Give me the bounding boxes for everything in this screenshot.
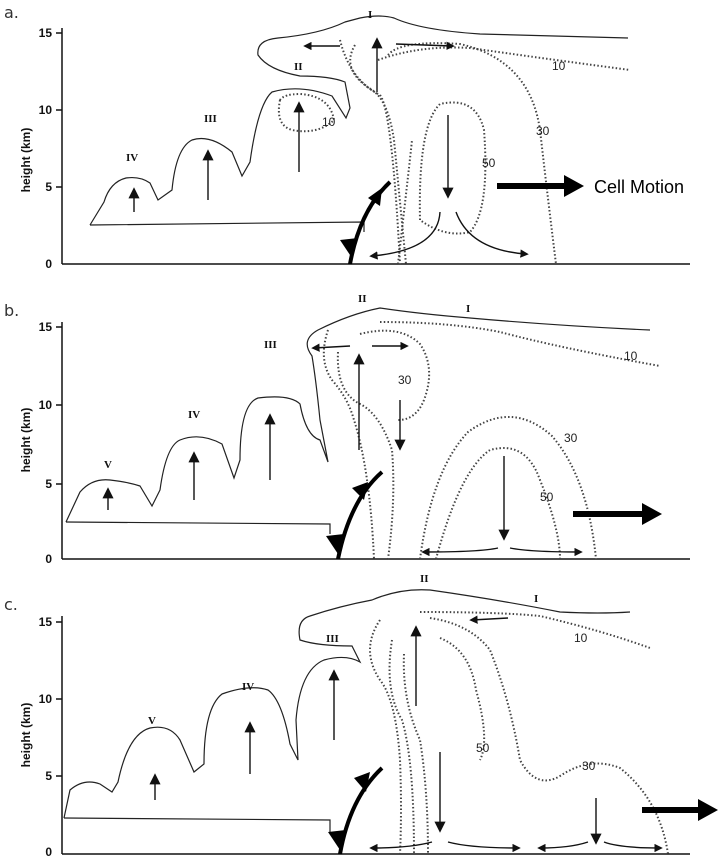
tick-label: 10: [39, 103, 53, 117]
contour-label: 10: [322, 115, 336, 129]
cell-label: II: [294, 61, 303, 73]
tick-label: 10: [39, 692, 53, 706]
contour-label: 50: [476, 741, 490, 755]
contour-label: 30: [398, 373, 412, 387]
tick-label: 5: [45, 180, 52, 194]
cell-label: I: [368, 9, 372, 21]
cell-motion-arrowhead: [642, 503, 662, 525]
y-axis-label: height (km): [19, 408, 33, 473]
cell-motion-label: Cell Motion: [594, 177, 684, 197]
anvil-base-outline: [90, 222, 364, 232]
y-ticks: 15 10 5 0: [39, 320, 62, 566]
cell-label: III: [204, 113, 217, 125]
panel-label: c.: [4, 595, 18, 614]
cell-label: II: [420, 573, 429, 585]
contour-label: 30: [564, 431, 578, 445]
contour-label: 50: [482, 156, 496, 170]
tick-label: 15: [39, 615, 53, 629]
y-axis-label: height (km): [19, 128, 33, 193]
outflow-arrow: [540, 842, 588, 848]
contour-label: 30: [582, 759, 596, 773]
tick-label: 0: [45, 552, 52, 566]
anvil-base-outline: [64, 818, 330, 832]
panel-b: b. height (km) 15 10 5 0 10 30 30 50 I I…: [4, 293, 690, 566]
outflow-arrow: [456, 212, 526, 254]
tick-label: 10: [39, 398, 53, 412]
tick-label: 0: [45, 257, 52, 271]
cell-label: III: [264, 339, 277, 351]
outflow-arrow: [510, 548, 580, 552]
outflow-arrow: [472, 618, 508, 620]
cell-motion-arrowhead: [698, 799, 718, 821]
contour-10: [370, 612, 650, 854]
contour-30: [350, 43, 556, 264]
panel-label: a.: [4, 3, 19, 22]
cell-label: IV: [126, 152, 138, 164]
contour-label: 10: [574, 631, 588, 645]
y-ticks: 15 10 5 0: [39, 26, 62, 271]
anvil-base-outline: [66, 522, 330, 534]
y-axis-label: height (km): [19, 703, 33, 768]
contour-label: 50: [540, 490, 554, 504]
cell-label: V: [104, 459, 112, 471]
tick-label: 5: [45, 769, 52, 783]
contour-50: [398, 102, 485, 264]
outflow-arrow: [604, 842, 660, 848]
contour-30-upper: [338, 331, 429, 559]
cloud-outline: [64, 590, 630, 818]
cell-motion-arrowhead: [564, 175, 584, 197]
cell-label: IV: [188, 409, 200, 421]
cell-label: I: [466, 303, 470, 315]
contour-label: 10: [552, 59, 566, 73]
panel-a: a. height (km) 15 10 5 0 10 10 30 50 I I…: [4, 3, 690, 271]
tick-label: 15: [39, 26, 53, 40]
y-ticks: 15 10 5 0: [39, 615, 62, 857]
outflow-arrow: [314, 346, 350, 348]
outflow-arrow: [372, 212, 440, 256]
contour-label: 10: [624, 349, 638, 363]
outflow-arrow: [448, 842, 518, 848]
tick-label: 5: [45, 477, 52, 491]
outflow-arrow: [424, 548, 498, 552]
cell-label: I: [534, 593, 538, 605]
panel-label: b.: [4, 301, 19, 320]
cell-label: V: [148, 715, 156, 727]
contour-30: [390, 618, 668, 854]
tick-label: 0: [45, 845, 52, 857]
contour-10: [324, 322, 660, 559]
contour-label: 30: [536, 124, 550, 138]
cell-label: III: [326, 633, 339, 645]
panel-c: c. height (km) 15 10 5 0 10 50 30 I II I…: [4, 573, 718, 857]
cell-label: II: [358, 293, 367, 305]
tick-label: 15: [39, 320, 53, 334]
outflow-arrow: [372, 842, 432, 848]
cell-label: IV: [242, 681, 254, 693]
gust-front: [350, 182, 390, 264]
cloud-outline: [90, 16, 628, 225]
